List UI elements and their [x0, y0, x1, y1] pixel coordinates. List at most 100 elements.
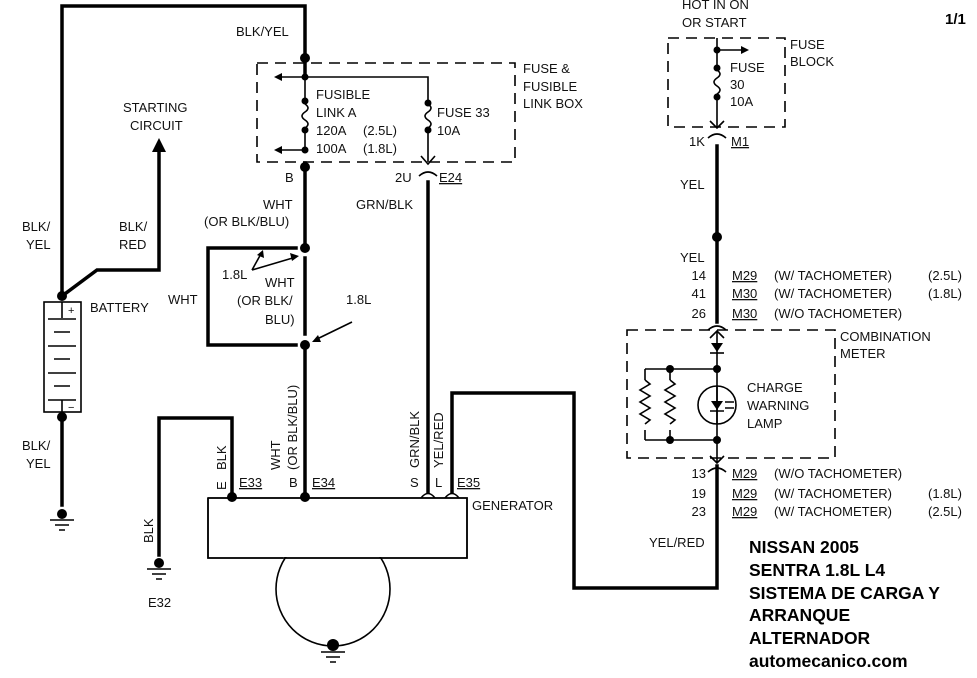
wire-yel-red: [450, 391, 719, 590]
ground-battery-icon: [50, 509, 74, 531]
label-wht-mid-3: BLU): [265, 312, 295, 327]
label-wht-v-2: (OR BLK/BLU): [285, 385, 300, 470]
label-pin-2u: 2U: [395, 170, 412, 185]
label-pin-b: B: [285, 170, 294, 185]
pin-number: 19: [692, 486, 706, 501]
fusible-link-a-icon: [301, 103, 309, 129]
resistor-1-icon: [638, 379, 652, 425]
label-fusible-link: FUSIBLE: [316, 87, 371, 102]
connector-note: (W/O TACHOMETER): [774, 306, 902, 321]
wire-blk-e33: [157, 416, 234, 557]
label-yel-red-v: YEL/RED: [431, 412, 446, 468]
label-fusible-link-4: 100A: [316, 141, 347, 156]
label-blk-yel-left-2: YEL: [26, 237, 51, 252]
pin-number: 14: [692, 268, 706, 283]
arrowhead-icon: [274, 146, 282, 154]
label-conn-e24: E24: [439, 170, 462, 185]
table-row: 23 M29 (W/ TACHOMETER) (2.5L): [692, 504, 962, 519]
label-fuse-box: FUSE &: [523, 61, 570, 76]
connector-id: M29: [732, 504, 757, 519]
label-conn-e33: E33: [239, 475, 262, 490]
label-fuse30-3: 10A: [730, 94, 753, 109]
label-conn-e35: E35: [457, 475, 480, 490]
label-fuse-block-2: BLOCK: [790, 54, 834, 69]
connector-meter-out-icon: [707, 455, 727, 473]
label-blk-yel-bottom-2: YEL: [26, 456, 51, 471]
pointer-18l-c-icon: [314, 321, 353, 341]
pin-number: 41: [692, 286, 706, 301]
battery-minus-sign: −: [68, 402, 74, 414]
starting-circuit-arrow-icon: [152, 138, 166, 152]
wire-blk-red: [59, 148, 161, 299]
wire-blk-yel-top: [60, 4, 307, 298]
ground-e32-icon: [147, 558, 171, 580]
label-battery: BATTERY: [90, 300, 149, 315]
label-fuse30-2: 30: [730, 77, 744, 92]
label-1-8l-b: 1.8L: [346, 292, 371, 307]
label-or-start: OR START: [682, 15, 747, 30]
label-yel-2: YEL: [680, 250, 705, 265]
label-blk-red-2: RED: [119, 237, 146, 252]
title-line-make-year: NISSAN 2005: [749, 537, 859, 557]
connector-id: M30: [732, 306, 757, 321]
title-line-model: SENTRA 1.8L L4: [749, 560, 885, 580]
label-yel-red-right: YEL/RED: [649, 535, 705, 550]
connector-m1-icon: [707, 120, 727, 139]
table-row: 14 M29 (W/ TACHOMETER) (2.5L): [692, 268, 962, 283]
label-fusible-link-4b: (1.8L): [363, 141, 397, 156]
pin-number: 23: [692, 504, 706, 519]
label-blk-e: BLK: [214, 445, 229, 470]
connector-note: (W/ TACHOMETER): [774, 504, 892, 519]
combination-meter: [626, 325, 836, 473]
engine-variant: (2.5L): [928, 268, 962, 283]
label-wht-loop: WHT: [168, 292, 198, 307]
label-blk-ground: BLK: [141, 518, 156, 543]
fuse-30-icon: [713, 69, 721, 95]
label-yel-1: YEL: [680, 177, 705, 192]
meter-input-table: 14 M29 (W/ TACHOMETER) (2.5L) 41 M30 (W/…: [692, 268, 962, 321]
connector-note: (W/O TACHOMETER): [774, 466, 902, 481]
table-row: 19 M29 (W/ TACHOMETER) (1.8L): [692, 486, 962, 501]
page-indicator: 1/1: [945, 11, 966, 28]
splice-blk-yel: [300, 53, 310, 63]
title-line-system: SISTEMA DE CARGA Y: [749, 583, 940, 603]
label-wht-mid-2: (OR BLK/: [237, 293, 293, 308]
table-row: 26 M30 (W/O TACHOMETER): [692, 306, 903, 321]
connector-id: M29: [732, 486, 757, 501]
splice-b: [300, 162, 310, 172]
arrowhead-icon: [274, 73, 282, 81]
title-block: NISSAN 2005 SENTRA 1.8L L4 SISTEMA DE CA…: [749, 537, 940, 671]
ground-generator-icon: [321, 639, 345, 663]
label-grn-blk-v: GRN/BLK: [407, 411, 422, 468]
arrowhead-icon: [257, 250, 264, 258]
connector-note: (W/ TACHOMETER): [774, 286, 892, 301]
label-fuse33: FUSE 33: [437, 105, 490, 120]
splice-wht-upper: [300, 243, 310, 253]
label-starting-circuit: STARTING: [123, 100, 188, 115]
arrowhead-icon: [741, 46, 749, 54]
battery-plus-sign: +: [68, 305, 74, 317]
label-fusible-link-3b: (2.5L): [363, 123, 397, 138]
pointer-18l-b-icon: [251, 256, 297, 271]
label-charge-warning-lamp-3: LAMP: [747, 416, 782, 431]
connector-id: M29: [732, 268, 757, 283]
label-wht-upper: WHT: [263, 197, 293, 212]
label-fusible-link-3: 120A: [316, 123, 347, 138]
label-ground-e32: E32: [148, 595, 171, 610]
title-line-website: automecanico.com: [749, 651, 908, 671]
engine-variant: (2.5L): [928, 504, 962, 519]
connector-e24-icon: [418, 155, 438, 177]
table-row: 13 M29 (W/O TACHOMETER): [692, 466, 903, 481]
fuse-block: [667, 37, 786, 139]
label-1-8l-a: 1.8L: [222, 267, 247, 282]
label-charge-warning-lamp-2: WARNING: [747, 398, 809, 413]
splice-wht-lower: [300, 340, 310, 350]
pin-number: 13: [692, 466, 706, 481]
arrowhead-icon: [312, 335, 321, 342]
label-blk-yel-bottom: BLK/: [22, 438, 51, 453]
wire-fuse33-branch: [305, 76, 429, 162]
label-conn-e34: E34: [312, 475, 335, 490]
pin-number: 26: [692, 306, 706, 321]
label-grn-blk: GRN/BLK: [356, 197, 413, 212]
